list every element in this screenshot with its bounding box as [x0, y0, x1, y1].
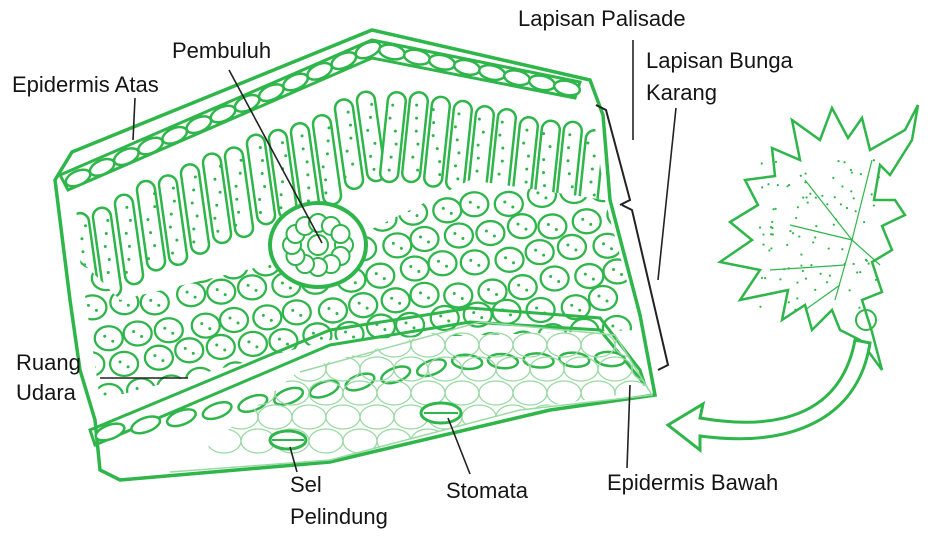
leader-spongy: [658, 108, 676, 280]
zoom-arrow: [668, 340, 870, 450]
guard-cell: [270, 431, 306, 449]
label-lower-epidermis: Epidermis Bawah: [607, 470, 778, 496]
label-air-space-line1: Ruang: [16, 350, 81, 376]
stomata-pore: [421, 403, 461, 423]
label-stomata: Stomata: [446, 478, 528, 504]
label-guard-cell-line1: Sel: [290, 472, 322, 498]
vascular-bundle: [270, 203, 366, 287]
label-upper-epidermis: Epidermis Atas: [12, 72, 159, 98]
maple-leaf: [720, 105, 918, 370]
label-guard-cell-line2: Pelindung: [290, 504, 388, 530]
label-air-space-line2: Udara: [16, 380, 76, 406]
label-spongy-layer-line1: Lapisan Bunga: [646, 48, 793, 74]
label-vessel: Pembuluh: [172, 38, 271, 64]
label-palisade-layer: Lapisan Palisade: [518, 6, 686, 32]
label-spongy-layer-line2: Karang: [646, 80, 717, 106]
